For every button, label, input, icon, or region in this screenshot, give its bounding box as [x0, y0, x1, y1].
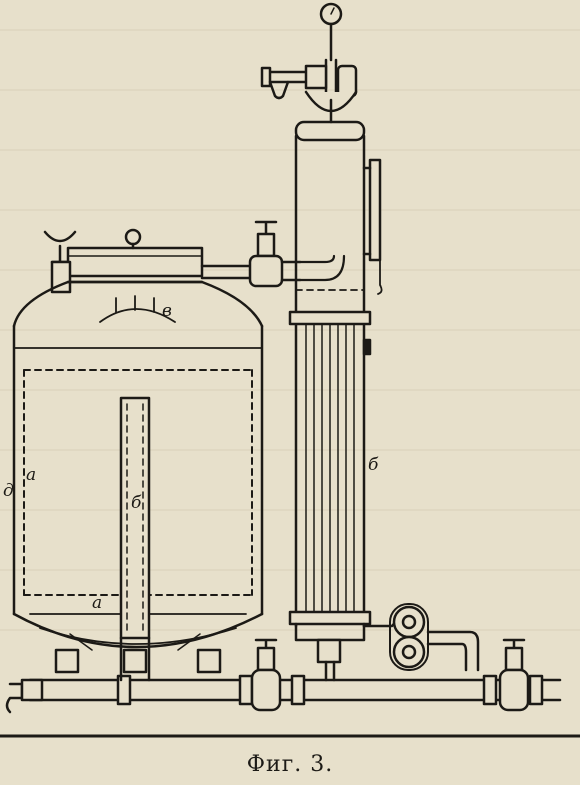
connecting-pipe: [200, 220, 346, 288]
part-labels: a д б a в б: [3, 301, 379, 613]
valve-2-handle: [502, 638, 526, 650]
label-d: д: [3, 481, 14, 501]
lid-ring-bolt: [124, 228, 142, 246]
figure-caption: Фиг. 3.: [246, 752, 334, 777]
pump: [362, 603, 480, 672]
cooler-column: [288, 120, 383, 664]
tank-lid: [66, 246, 204, 278]
pump-rotor-top: [392, 605, 426, 639]
central-tube: [119, 396, 151, 640]
tank-leg-right: [196, 648, 222, 674]
label-b-tube: б: [131, 493, 142, 513]
bottom-pipeline: [5, 636, 562, 714]
label-a-upper: a: [26, 465, 36, 485]
tank-bottom: [12, 612, 264, 649]
gauge-assembly: [260, 2, 358, 124]
top-valve: [254, 220, 278, 236]
paper-texture: [0, 29, 580, 631]
sight-glass: [368, 158, 382, 262]
storage-tank: [12, 228, 264, 674]
label-a-lower: a: [92, 593, 102, 613]
tank-leg-center: [122, 648, 148, 674]
weight-valve: [268, 80, 290, 100]
label-v: в: [162, 301, 172, 321]
label-b-column: б: [368, 455, 379, 475]
tank-leg-left: [54, 648, 80, 674]
valve-1-handle: [254, 638, 278, 650]
drain-tap: [5, 682, 24, 714]
tank-dome: [12, 280, 264, 328]
pump-rotor-bottom: [392, 635, 426, 669]
